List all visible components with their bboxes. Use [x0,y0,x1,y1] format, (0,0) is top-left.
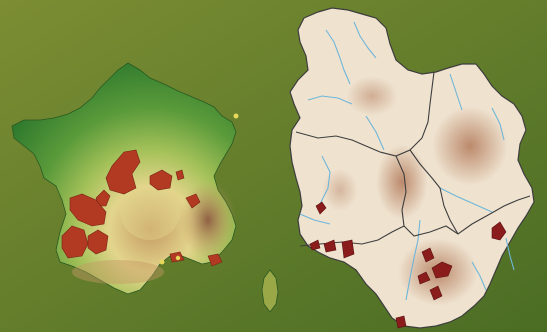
france-highlight-area [61,225,89,259]
corsica-island [261,269,279,313]
river [353,21,377,59]
region-highlight-area [341,239,355,259]
france-map [11,62,279,313]
department-borders [295,71,531,247]
france-highlight-area [105,149,141,195]
location-marker [159,259,165,265]
river [299,213,331,225]
relief-west-hills [322,168,358,212]
river [471,261,487,291]
alps-relief [180,180,236,260]
department-border [409,149,459,235]
france-highlight-area [69,193,107,227]
river [505,237,515,271]
river [325,29,351,85]
river [405,219,421,301]
department-border [299,225,405,247]
river [449,73,463,111]
france-highlight-area [175,169,185,181]
relief-shading [322,76,508,306]
relief-north-hills [346,76,398,116]
massif-central-relief [120,184,180,240]
pyrenees-relief [72,260,164,284]
france-highlight-area [207,253,223,267]
france-highlight-areas [61,149,223,267]
region-highlight-area [421,247,435,263]
location-marker [175,255,181,261]
region-highlight-area [323,239,337,253]
region-highlight-area [315,201,327,215]
region-highlight-area [395,315,407,329]
river [319,155,331,205]
region-highlight-area [491,221,507,241]
relief-east-plateau [432,106,508,186]
region-highlight-area [431,261,453,279]
river [491,107,505,141]
department-border [395,155,531,237]
france-highlight-area [149,169,173,191]
river [307,95,353,105]
region-map [289,7,535,329]
river [439,187,493,213]
region-highlight-areas [309,201,507,329]
river [365,115,385,151]
location-marker [233,113,239,119]
france-highlight-area [87,229,109,255]
river-network [299,21,515,301]
region-highlight-area [417,271,431,285]
region-highlight-area [309,239,321,251]
relief-morvan [376,144,428,220]
france-highlight-area [185,193,201,209]
region-highlight-area [429,285,443,301]
